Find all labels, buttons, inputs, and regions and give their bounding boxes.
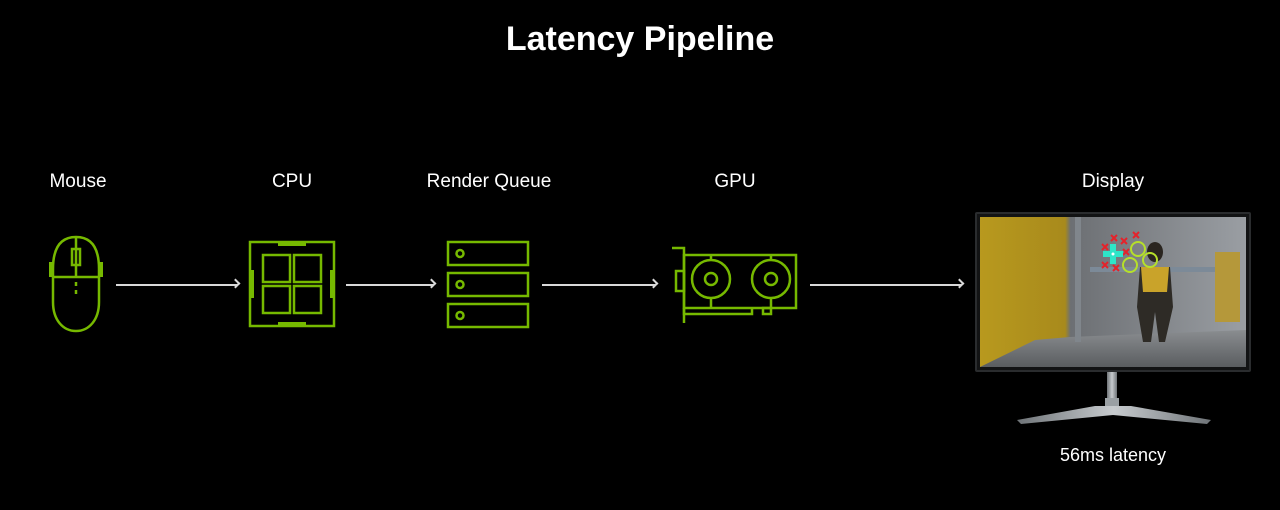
- arrow-gpu-to-display: [810, 284, 962, 286]
- arrow-render-queue-to-gpu: [542, 284, 656, 286]
- hit-markers: [1122, 241, 1158, 273]
- arrow-mouse-to-cpu: [116, 284, 238, 286]
- stage-label-gpu: GPU: [714, 171, 756, 192]
- stage-label-display: Display: [1081, 171, 1145, 192]
- miss-markers: [1101, 231, 1140, 272]
- display-latency-caption: 56ms latency: [1059, 445, 1167, 465]
- stage-label-render-queue: Render Queue: [426, 171, 552, 192]
- stage-label-mouse: Mouse: [49, 171, 107, 192]
- render-queue-icon: [446, 240, 530, 329]
- crosshair: [1103, 244, 1123, 264]
- page-title: Latency Pipeline: [505, 20, 775, 58]
- game-screenshot: [980, 217, 1246, 367]
- mouse-icon: [49, 235, 103, 333]
- arrow-cpu-to-render-queue: [346, 284, 434, 286]
- cpu-icon: [248, 240, 336, 328]
- gpu-icon: [672, 246, 798, 323]
- monitor-icon: [975, 212, 1251, 424]
- stage-label-cpu: CPU: [271, 171, 313, 192]
